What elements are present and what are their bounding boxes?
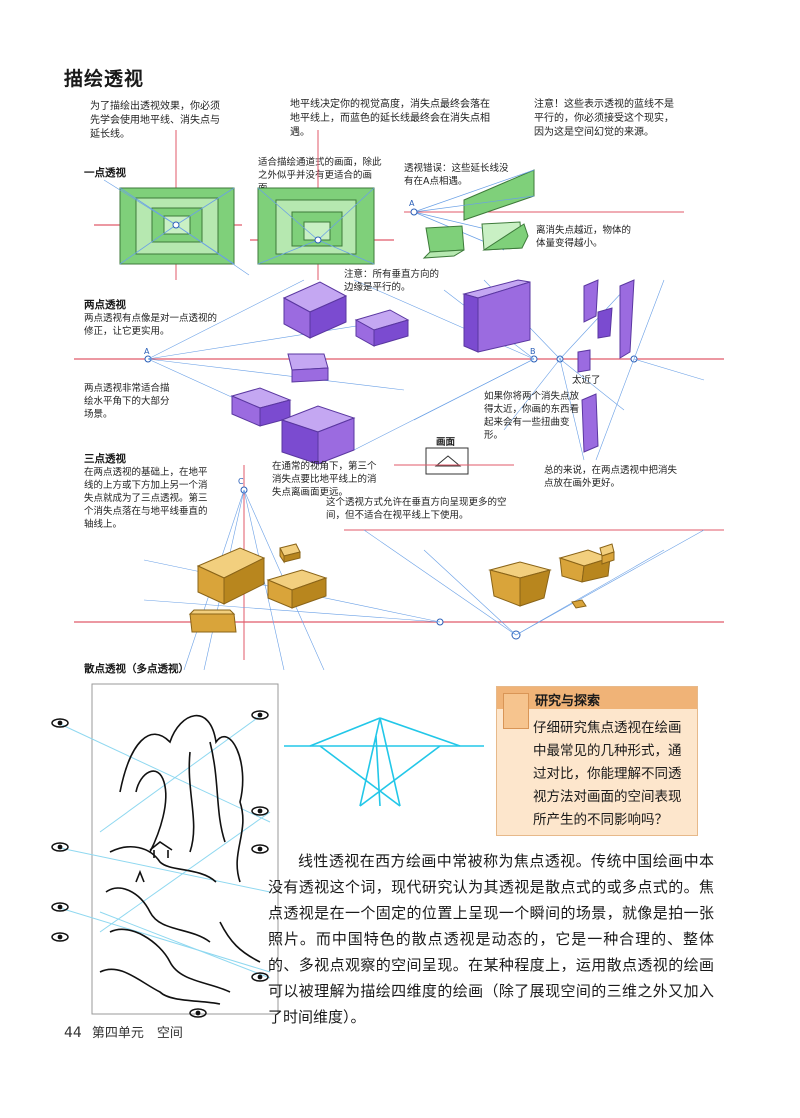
too-close-label: 太近了 [572,375,601,386]
intro-note-warning: 注意！这些表示透视的蓝线不是平行的，你必须接受这个现实，因为这是空间幻觉的来源。 [534,99,674,138]
explore-title: 研究与探索 [535,694,601,709]
three-point-boxes [188,543,615,633]
perspective-diagrams: A [74,130,724,670]
two-point-label: 两点透视 [84,299,126,311]
three-point-note-height: 这个透视方式允许在垂直方向呈现更多的空间，但不适合在视平线上下使用。 [326,497,507,521]
explore-box: 研究与探索 仔细研究焦点透视在绘画中最常见的几种形式，通过对比，你能理解不同透视… [496,686,698,836]
intro-note-tools: 为了描绘出透视效果，你必须先学会使用地平线、消失点与延长线。 [90,101,220,140]
one-point-far-note: 离消失点越近，物体的体量变得越小。 [536,225,632,249]
unit-label: 第四单元 空间 [91,1026,183,1041]
three-point-note-normal: 在通常的视角下，第三个消失点要比地平线上的消失点离画面更远。 [272,461,377,498]
too-close-note: 如果你将两个消失点放得太近，你画的东西看起来会有一些扭曲变形。 [484,391,580,441]
page-title: 描绘透视 [64,68,145,90]
explore-header [497,687,697,709]
corridor-diagram-1 [94,130,250,280]
picture-frame-diagram [394,447,514,475]
point-a2-label: A [144,347,150,356]
picture-label: 画面 [436,437,456,448]
page-footer: 44 第四单元 空间 [64,1022,183,1041]
body-paragraph: 线性透视在西方绘画中常被称为焦点透视。传统中国绘画中本没有透视这个词，现代研究认… [268,852,714,1026]
page-number: 44 [64,1025,82,1041]
point-c-label: C [238,477,244,486]
two-point-desc: 两点透视有点像是对一点透视的修正，让它更实用。 [84,313,218,337]
three-point-desc: 在两点透视的基础上，在地平线的上方或下方加上另一个消失点就成为了三点透视。第三个… [84,467,208,530]
point-b-label: B [530,347,536,356]
focus-perspective-diagram [284,717,484,807]
explore-body: 仔细研究焦点透视在绘画中最常见的几种形式，通过对比，你能理解不同透视方法对画面的… [533,720,682,828]
point-a-label: A [409,199,415,208]
intro-note-horizon: 地平线决定你的视觉高度，消失点最终会落在地平线上，而蓝色的延长线最终会在消失点相… [290,99,490,138]
two-point-horizontal-note: 两点透视非常适合描绘水平角下的大部分场景。 [84,383,170,420]
three-point-label: 三点透视 [84,453,126,465]
one-point-error-note: 透视错误：这些延长线没有在A点相遇。 [404,163,509,187]
one-point-label: 一点透视 [84,167,126,179]
scatter-label: 散点透视（多点透视） [84,663,189,675]
two-point-boxes [230,279,635,465]
scatter-landscape-drawing [51,683,279,1018]
two-point-note-vertical: 注意：所有垂直方向的边缘是平行的。 [344,269,440,293]
corridor-diagram-2 [250,130,394,280]
error-diagram [404,169,684,259]
eye-icons [51,710,269,1018]
three-point-note-general: 总的来说，在两点透视中把消失点放在画外更好。 [544,465,678,489]
book-icon [503,693,529,729]
